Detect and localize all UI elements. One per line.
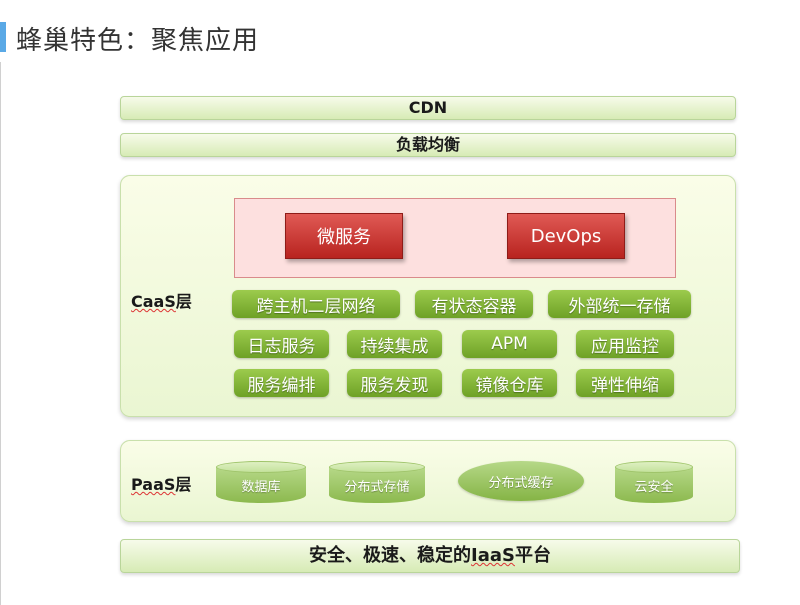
caas-suffix: 层 bbox=[175, 292, 192, 311]
iaas-abbr: IaaS bbox=[471, 545, 515, 566]
database-cylinder: 数据库 bbox=[216, 461, 306, 505]
title-accent-bar bbox=[0, 22, 6, 52]
caas-abbr: CaaS bbox=[131, 292, 176, 311]
caas-item-apm: APM bbox=[462, 330, 557, 358]
caas-item-autoscaling: 弹性伸缩 bbox=[576, 369, 674, 397]
iaas-prefix: 安全、极速、稳定的 bbox=[309, 545, 472, 566]
caas-item-stateful-container: 有状态容器 bbox=[415, 290, 533, 318]
caas-item-cross-host-network: 跨主机二层网络 bbox=[232, 290, 400, 318]
caas-item-app-monitoring: 应用监控 bbox=[576, 330, 674, 358]
left-divider bbox=[0, 62, 1, 605]
database-label: 数据库 bbox=[216, 467, 306, 503]
distributed-storage-cylinder: 分布式存储 bbox=[329, 461, 425, 505]
distributed-cache-ellipse: 分布式缓存 bbox=[458, 461, 584, 501]
load-balance-bar: 负载均衡 bbox=[120, 133, 736, 157]
devops-block: DevOps bbox=[507, 213, 625, 259]
database-cylinder-top bbox=[216, 461, 306, 473]
caas-item-log-service: 日志服务 bbox=[234, 330, 329, 358]
iaas-bar: 安全、极速、稳定的IaaS平台 bbox=[120, 539, 740, 573]
page-title: 蜂巢特色：聚焦应用 bbox=[16, 26, 260, 56]
paas-panel: PaaS层 数据库 分布式存储 分布式缓存 云安全 bbox=[120, 440, 736, 522]
caas-panel: CaaS层 微服务 DevOps 跨主机二层网络 有状态容器 外部统一存储 日志… bbox=[120, 175, 736, 417]
caas-item-image-registry: 镜像仓库 bbox=[462, 369, 557, 397]
paas-suffix: 层 bbox=[175, 475, 192, 494]
caas-item-discovery: 服务发现 bbox=[347, 369, 442, 397]
cdn-label: CDN bbox=[408, 98, 448, 117]
cdn-bar: CDN bbox=[120, 96, 736, 120]
cloud-security-cylinder-top bbox=[615, 461, 693, 473]
cloud-security-label: 云安全 bbox=[615, 467, 693, 503]
microservice-devops-box: 微服务 DevOps bbox=[234, 198, 676, 278]
paas-label: PaaS层 bbox=[131, 471, 191, 495]
caas-label: CaaS层 bbox=[131, 288, 192, 312]
cloud-security-cylinder: 云安全 bbox=[615, 461, 693, 505]
caas-item-orchestration: 服务编排 bbox=[234, 369, 329, 397]
caas-item-unified-storage: 外部统一存储 bbox=[548, 290, 691, 318]
distributed-storage-cylinder-top bbox=[329, 461, 425, 473]
load-balance-label: 负载均衡 bbox=[395, 135, 460, 154]
microservice-block: 微服务 bbox=[285, 213, 403, 259]
paas-abbr: PaaS bbox=[131, 475, 176, 494]
distributed-storage-label: 分布式存储 bbox=[329, 467, 425, 503]
iaas-suffix: 平台 bbox=[514, 545, 551, 566]
caas-item-ci: 持续集成 bbox=[347, 330, 442, 358]
